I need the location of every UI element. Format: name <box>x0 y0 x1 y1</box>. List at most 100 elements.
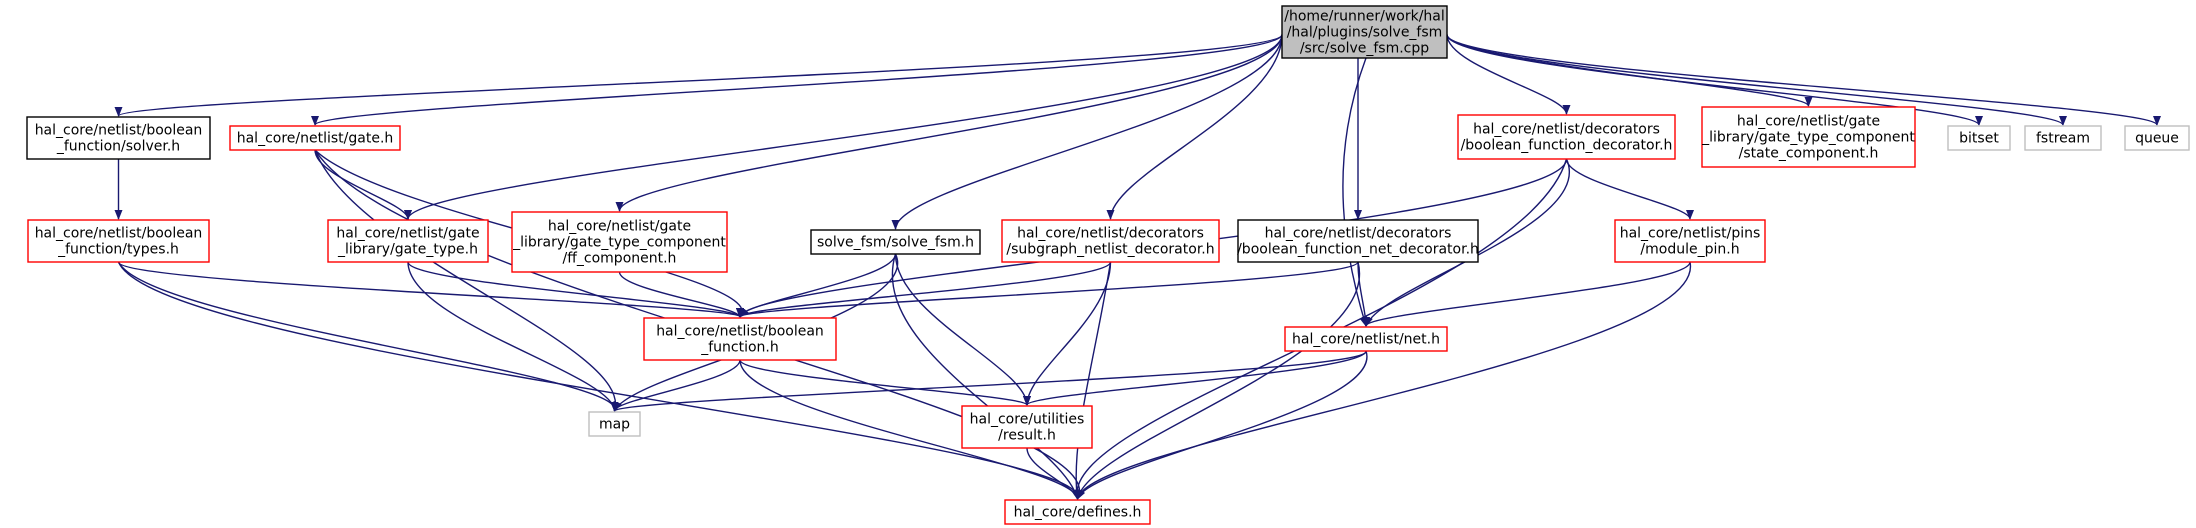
edge-boolfn-to-defines <box>739 359 1082 500</box>
edge-line <box>1565 158 1694 220</box>
node-root[interactable]: /home/runner/work/hal/hal/plugins/solve_… <box>1281 5 1448 59</box>
node-label-line: hal_core/utilities <box>970 412 1085 428</box>
node-label-line: hal_core/netlist/boolean <box>656 324 824 340</box>
edge-result-to-defines <box>1026 447 1082 500</box>
edge-root-to-solver <box>115 33 1283 117</box>
node-types[interactable]: hal_core/netlist/boolean_function/types.… <box>27 219 210 263</box>
edge-line <box>1446 34 1983 126</box>
node-ffcomp[interactable]: hal_core/netlist/gate_library/gate_type_… <box>511 211 728 273</box>
edge-bfnetdec-to-boolfn <box>736 261 1359 318</box>
edge-bfnetdec-to-defines <box>1075 261 1361 500</box>
edge-line <box>1075 261 1691 500</box>
edge-line <box>404 34 1283 220</box>
edge-line <box>891 253 1080 500</box>
node-gate[interactable]: hal_core/netlist/gate.h <box>229 125 401 151</box>
edge-line <box>314 149 621 412</box>
node-box <box>2124 125 2190 151</box>
edge-line <box>1446 34 1571 115</box>
edge-root-to-gatetype <box>404 34 1283 220</box>
edge-net-to-defines <box>1076 350 1368 500</box>
node-box <box>643 317 837 361</box>
edge-net-to-result <box>1023 350 1367 406</box>
node-queue: queue <box>2124 125 2190 151</box>
node-label-line: hal_core/netlist/decorators <box>1265 226 1452 242</box>
node-label-line: /ff_component.h <box>563 251 677 267</box>
node-bfdec[interactable]: hal_core/netlist/decorators/boolean_func… <box>1457 114 1676 160</box>
node-box <box>1004 499 1151 525</box>
edge-modpin-to-net <box>1362 261 1691 327</box>
node-label-line: queue <box>2135 131 2179 147</box>
node-box <box>1457 114 1676 160</box>
edge-root-to-net <box>1342 57 1368 327</box>
node-label-line: map <box>599 417 630 433</box>
node-label-line: hal_core/netlist/gate <box>336 226 479 242</box>
edge-gatetype-to-boolfn <box>407 261 744 318</box>
edge-root-to-bitset <box>1446 34 1983 126</box>
node-solvefsm[interactable]: solve_fsm/solve_fsm.h <box>810 229 981 255</box>
node-label-line: hal_core/netlist/boolean <box>35 226 203 242</box>
edge-bfdec-to-modpin <box>1565 158 1694 220</box>
edge-root-to-bfdec <box>1446 34 1571 115</box>
edge-line <box>1026 447 1082 500</box>
node-subdec[interactable]: hal_core/netlist/decorators/subgraph_net… <box>1001 219 1220 263</box>
edge-line <box>894 253 1031 406</box>
node-fstream: fstream <box>2024 125 2102 151</box>
node-label-line: /state_component.h <box>1739 146 1879 162</box>
node-map: map <box>588 411 641 437</box>
node-label-line: _library/gate_type.h <box>337 242 478 258</box>
edge-line <box>736 261 1359 318</box>
edge-line <box>407 261 619 412</box>
edge-line <box>891 34 1283 230</box>
edge-line <box>736 261 1112 318</box>
node-label-line: hal_core/netlist/gate.h <box>237 131 394 147</box>
node-box <box>229 125 401 151</box>
node-box <box>1284 326 1448 352</box>
node-label-line: fstream <box>2036 131 2090 147</box>
node-label-line: _function/types.h <box>57 242 179 258</box>
node-result[interactable]: hal_core/utilities/result.h <box>961 405 1093 449</box>
edge-modpin-to-defines <box>1075 261 1691 500</box>
node-label-line: /boolean_function_decorator.h <box>1461 138 1673 154</box>
edge-line <box>1106 34 1283 220</box>
node-bfnetdec[interactable]: hal_core/netlist/decorators/boolean_func… <box>1237 219 1479 263</box>
node-modpin[interactable]: hal_core/netlist/pins/module_pin.h <box>1614 219 1766 263</box>
node-net[interactable]: hal_core/netlist/net.h <box>1284 326 1448 352</box>
edge-ffcomp-to-boolfn <box>618 271 744 318</box>
edge-root-to-solvefsm <box>891 34 1283 230</box>
edge-line <box>117 261 1085 500</box>
edge-line <box>739 359 1031 406</box>
node-gatetype[interactable]: hal_core/netlist/gate_library/gate_type.… <box>327 219 489 263</box>
edge-line <box>311 34 1283 126</box>
edge-net-to-map <box>613 350 1367 412</box>
edge-line <box>117 261 622 412</box>
edge-root-to-ffcomp <box>615 34 1283 212</box>
edge-subdec-to-boolfn <box>736 261 1112 318</box>
edge-gate-to-map <box>314 149 621 412</box>
edge-line <box>615 34 1283 212</box>
node-box <box>1614 219 1766 263</box>
edge-boolfn-to-result <box>739 359 1031 406</box>
node-label-line: /result.h <box>998 428 1056 444</box>
node-boolfn[interactable]: hal_core/netlist/boolean_function.h <box>643 317 837 361</box>
edge-line <box>1446 34 1813 107</box>
node-box <box>511 211 728 273</box>
node-box <box>27 219 210 263</box>
edge-line <box>739 359 1082 500</box>
node-label-line: /hal/plugins/solve_fsm <box>1287 25 1443 41</box>
node-box <box>1947 125 2011 151</box>
dependency-edges <box>114 33 2161 500</box>
node-label-line: /boolean_function_net_decorator.h <box>1237 242 1479 258</box>
edge-line <box>613 350 1367 412</box>
node-box <box>1237 219 1479 263</box>
edge-line <box>1342 57 1368 327</box>
edge-line <box>1075 261 1361 500</box>
node-label-line: _library/gate_type_component <box>1701 130 1915 146</box>
node-solver[interactable]: hal_core/netlist/boolean_function/solver… <box>26 116 211 160</box>
node-label-line: _function/solver.h <box>56 139 180 155</box>
edge-root-to-subdec <box>1106 34 1283 220</box>
node-defines[interactable]: hal_core/defines.h <box>1004 499 1151 525</box>
node-statecomp[interactable]: hal_core/netlist/gate_library/gate_type_… <box>1701 106 1916 168</box>
node-box <box>2024 125 2102 151</box>
node-label-line: hal_core/netlist/gate <box>548 219 691 235</box>
